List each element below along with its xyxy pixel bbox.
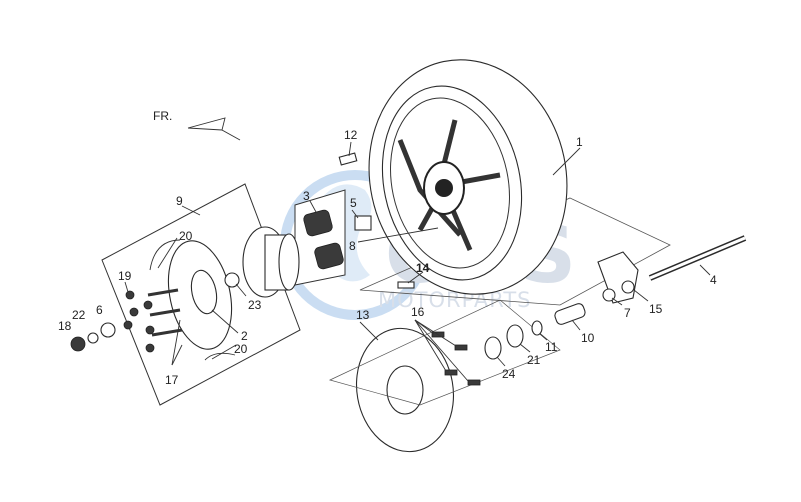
washer-22 [87,332,99,344]
front-direction-label: FR. [153,109,172,123]
label-part-20-top: 20 [179,229,193,243]
label-part-13: 13 [356,308,370,322]
front-direction-marker: FR. [153,109,241,141]
label-part-23: 23 [248,298,262,312]
label-part-18: 18 [58,319,72,333]
label-part-5: 5 [350,196,357,210]
label-part-9: 9 [176,194,183,208]
label-part-22: 22 [72,308,86,322]
part-labels: 1 12 3 5 8 9 20 19 23 22 6 18 2 20 17 14… [58,128,717,387]
rear-hub [224,226,300,298]
damper-rubbers [294,189,346,286]
spacer-24 [484,336,502,360]
oil-seal-21 [506,324,524,348]
label-part-7: 7 [624,306,631,320]
label-part-8: 8 [349,239,356,253]
leader-lines [124,141,711,382]
label-part-24: 24 [502,367,516,381]
rear-wheel-tire [368,59,568,295]
nut-18 [70,336,86,352]
label-part-4: 4 [710,273,717,287]
label-part-2: 2 [241,329,248,343]
spacer-10 [554,303,586,325]
label-part-10: 10 [581,331,595,345]
label-part-21: 21 [527,353,541,367]
label-part-17: 17 [165,373,179,387]
valve-stem [338,152,358,166]
label-part-1: 1 [576,135,583,149]
brake-disc [328,299,561,453]
label-part-19: 19 [118,269,132,283]
pin-14 [397,281,415,289]
label-part-15: 15 [649,302,663,316]
direction-arrow-icon [187,117,241,141]
collar-11 [531,320,543,336]
bearing-6 [100,322,116,338]
label-part-3: 3 [303,189,310,203]
label-part-20-bottom: 20 [234,342,248,356]
label-part-16: 16 [411,305,425,319]
label-part-11: 11 [545,340,558,354]
label-part-14: 14 [416,261,430,275]
label-part-6: 6 [96,303,103,317]
sleeve-5 [354,215,372,231]
label-part-12: 12 [344,128,358,142]
rear-axle [648,235,747,281]
